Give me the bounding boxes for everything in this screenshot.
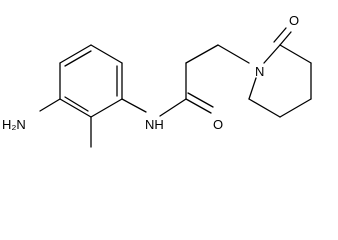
benzene-ring [59,44,123,118]
bond-carbonyl-oxygen-2 [187,92,214,108]
piperidinone-ring [248,44,312,118]
bond-n-c2 [263,44,281,64]
bond-chain-2 [185,44,219,64]
double-bond-inner-3 [64,96,89,112]
bond-ring-bottom-left [59,98,92,118]
bond-c-nh [121,98,147,113]
bond-c6-n [248,77,257,100]
bond-c5-c6 [248,98,281,118]
amide-nh-label: NH [145,117,164,132]
bond-c-nh2 [39,98,61,112]
amide-oxygen-label: O [213,117,223,132]
bond-ring-top [59,44,92,64]
bond-chain-to-ring-n [217,44,250,64]
bond-carbonyl-oxygen-1 [185,98,212,114]
amine-label: H₂N [2,117,26,132]
bond-ring-bottom-right [90,98,123,118]
double-bond-inner-1 [64,50,92,67]
lactam-oxygen-label: O [289,13,299,28]
bond-lactam-oxygen-2 [273,27,287,43]
bond-lactam-oxygen-1 [279,31,292,46]
bond-ring-top-right [90,44,123,64]
bond-c4-c5 [279,98,312,118]
bond-c2-c3 [279,44,312,64]
structure-diagram: H₂N NH O N O [2,13,312,148]
ring-nitrogen-label: N [255,64,264,79]
bond-nh-carbonyl [159,98,187,117]
